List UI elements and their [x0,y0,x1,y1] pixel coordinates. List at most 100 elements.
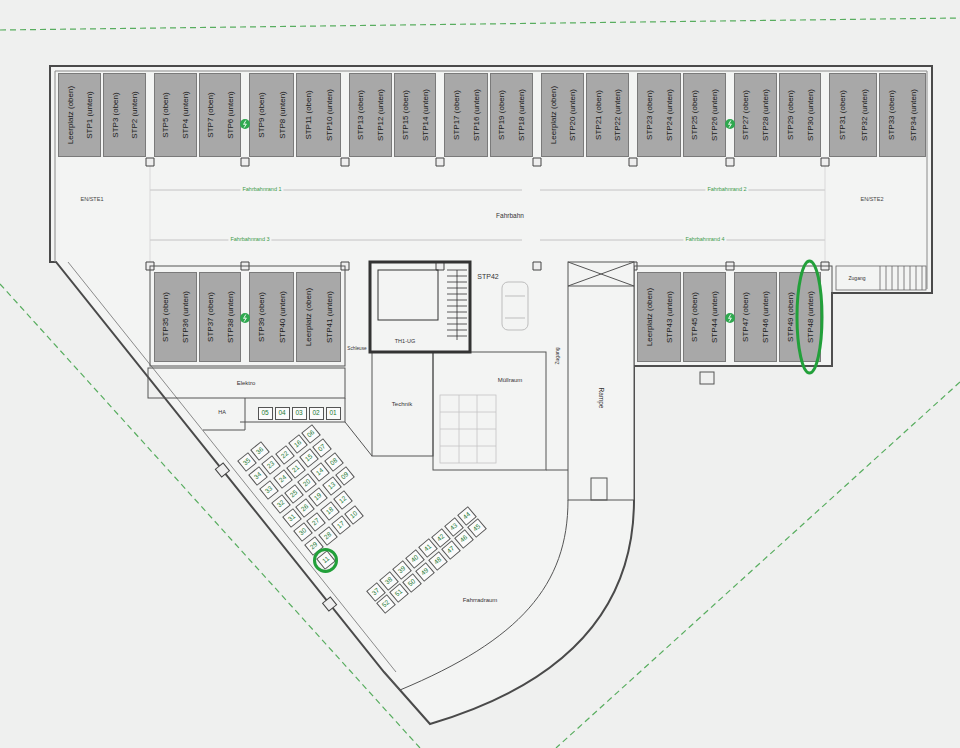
parking-space: STP47 (oben)STP46 (unten) [734,272,777,362]
car-outline [505,296,525,318]
stall-number: 37 [371,587,381,597]
space-label: STP21 (oben) [595,90,603,140]
parking-space: STP13 (oben)STP12 (unten) [349,73,392,157]
parking-space: STP37 (oben)STP38 (unten) [199,272,242,362]
room-label: Zugang [555,348,560,365]
staircase [836,266,926,290]
space-label: STP11 (oben) [305,90,313,139]
lane-line [150,190,825,240]
stall-number: 16 [293,439,303,449]
stall-number: 04 [278,410,285,417]
bike-stall: 05 [258,407,273,420]
stall-number: 29 [309,541,319,551]
stall-number: 27 [311,517,321,527]
space-label: STP25 (oben) [691,90,699,140]
space-label: STP38 (unten) [227,291,235,343]
stall-number: 23 [266,461,276,471]
space-label: STP6 (unten) [227,91,235,139]
room-wall [240,398,372,456]
highlight-ring [315,549,337,571]
space-label: STP12 (unten) [377,89,385,141]
parking-space: STP19 (oben)STP18 (unten) [490,73,534,157]
stall-number: 48 [433,556,443,566]
space-label: STP30 (unten) [807,89,815,141]
stall-number: 18 [325,506,335,516]
stall-number: 42 [436,533,446,543]
stall-number: 52 [381,599,391,609]
car-outline [502,282,528,330]
bike-stall: 01 [326,407,341,420]
space-label: Leerplatz (oben) [305,288,313,346]
stairwell [370,262,470,352]
charging-marker [240,313,250,323]
parking-space: Leerplatz (oben)STP20 (unten) [541,73,584,157]
stall-number: 40 [410,554,420,564]
space-label: STP26 (unten) [711,89,719,141]
stall-number: 22 [280,450,290,460]
room-wall [148,368,345,398]
space-label: STP19 (oben) [498,90,506,140]
stall-number: 14 [316,468,326,478]
stall-number: 33 [264,485,274,495]
stall-number: 45 [472,523,482,533]
stall-number: 36 [255,447,265,457]
ramp [568,262,634,286]
pillar [146,158,829,166]
stall-number: 47 [446,545,456,555]
parking-space: STP33 (oben) STP34 (unten) [879,73,927,157]
space-label: STP45 (oben) [691,292,699,342]
ramp [400,500,568,690]
charging-marker [240,119,250,129]
stall-number: 39 [397,565,407,575]
waste-bins [440,395,496,463]
parking-space: STP9 (oben)STP8 (unten) [249,73,294,157]
space-label: STP33 (oben) [888,90,896,140]
stall-number: 32 [276,499,286,509]
bike-stall: 04 [275,407,290,420]
parking-space: Leerplatz (oben)STP1 (unten) [58,73,101,157]
room-label: HA [218,410,226,416]
stall-number: 46 [459,534,469,544]
space-label: STP24 (unten) [666,89,674,141]
space-label: STP4 (unten) [182,91,190,139]
space-label: STP39 (oben) [258,292,266,342]
stairwell [378,270,438,320]
stall-number: 08 [329,457,339,467]
stall-number: 13 [327,482,337,492]
stairwell [370,262,470,352]
space-label: STP31 (oben) [839,90,847,140]
stall-number: 30 [298,527,308,537]
parking-space: Leerplatz (oben)STP43 (unten) [637,272,681,362]
parking-space: STP45 (oben)STP44 (unten) [683,272,727,362]
stall-number: 12 [338,496,348,506]
room-label: TH1-UG [395,339,415,345]
room-label: Schleuse [347,347,366,352]
space-label: STP46 (unten) [762,291,770,343]
stall-number: 17 [336,520,346,530]
space-label: STP17 (oben) [453,90,461,140]
stall-number: 02 [312,410,319,417]
space-label: STP48 (unten) [807,291,815,343]
stall-number: 43 [449,522,459,532]
building-outline [55,71,927,289]
bike-stall: 11 [316,551,336,571]
lane-label: Fahrbahnrand 2 [705,187,748,193]
space-label: STP27 (oben) [742,90,750,140]
space-label: Leerplatz (oben) [67,86,75,144]
property-line [0,18,960,748]
room-label: Technik [392,401,412,407]
space-label: STP40 (unten) [279,291,287,343]
parking-block-outline [150,266,832,384]
space-label: STP8 (unten) [279,91,287,139]
stall-number: 25 [289,489,299,499]
space-label: STP34 (unten) [910,89,918,141]
staircase [836,266,926,290]
waste-bins [440,395,496,463]
highlight-ring [797,261,822,373]
stall-number: 10 [349,510,359,520]
stall-number: 19 [313,492,323,502]
stall-number: 51 [394,589,404,599]
space-label: Leerplatz (oben) [550,86,558,144]
